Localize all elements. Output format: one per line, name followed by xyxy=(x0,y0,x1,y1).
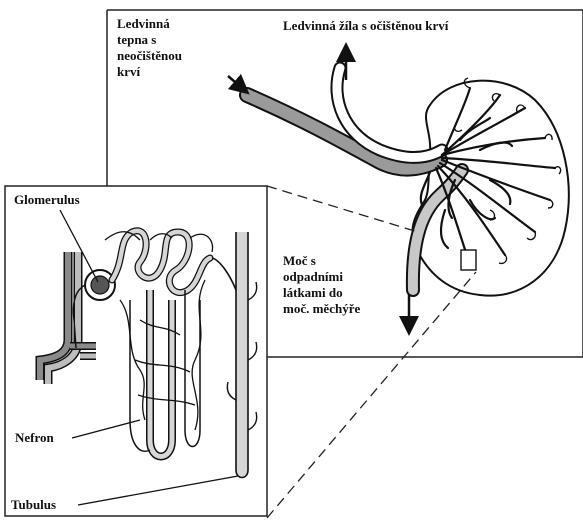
glomerulus-label: Glomerulus xyxy=(14,192,80,208)
projection-line-upper xyxy=(267,186,418,232)
urine-label: Moč s odpadními látkami do moč. měchýře xyxy=(283,253,360,317)
collecting-duct xyxy=(236,232,248,478)
nephron-label: Nefron xyxy=(15,430,54,446)
renal-artery-label: Ledvinná tepna s neočištěnou krví xyxy=(117,16,182,80)
nephron-panel-frame xyxy=(5,186,267,516)
renal-vein-label: Ledvinná žíla s očištěnou krví xyxy=(283,18,448,34)
glomerulus-core xyxy=(91,276,109,294)
sample-box xyxy=(461,250,476,270)
artery-arrow xyxy=(228,76,242,88)
tubulus-label: Tubulus xyxy=(11,497,56,513)
